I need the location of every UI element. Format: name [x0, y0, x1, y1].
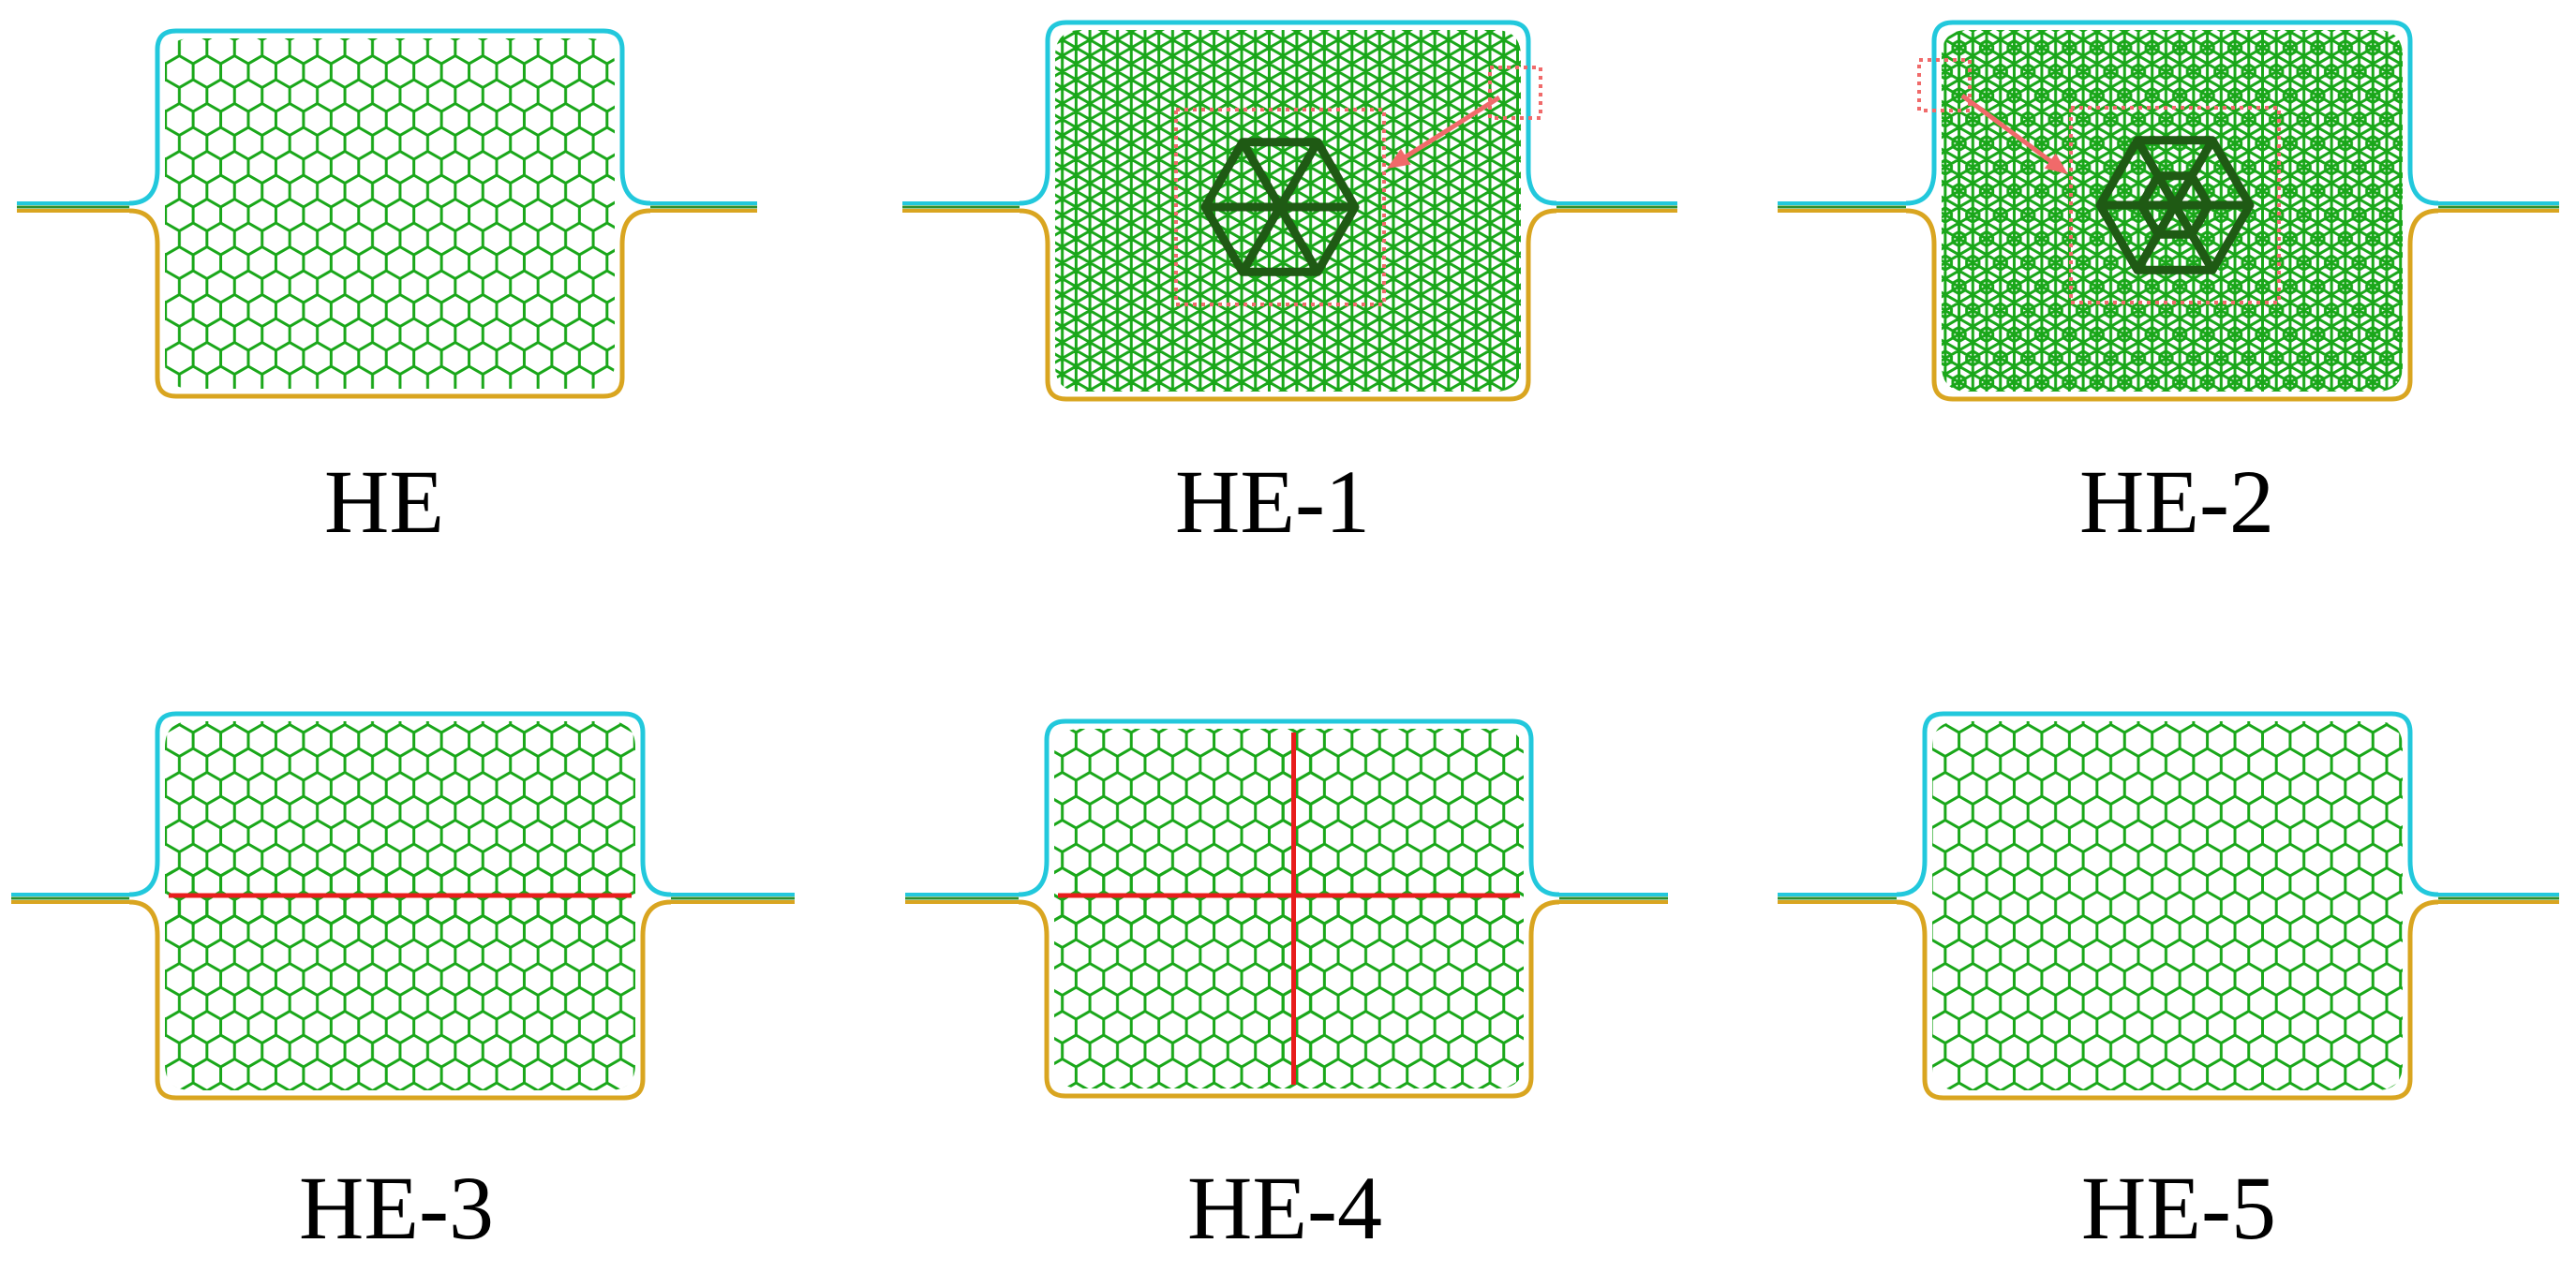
callout-arrow — [1387, 95, 1501, 169]
bottom-skin — [128, 208, 651, 399]
bottom-skin — [1019, 208, 1557, 402]
honeycomb-core — [165, 38, 615, 389]
right-flange — [650, 201, 757, 213]
panel-he-3 — [11, 711, 795, 1101]
left-flange — [1778, 201, 1906, 213]
right-flange — [2438, 893, 2559, 904]
honeycomb-rib — [165, 870, 635, 926]
magnified-box — [2069, 106, 2281, 304]
source-box — [1917, 58, 1972, 112]
magnified-box — [1174, 108, 1386, 306]
panel-label-he-5: HE-5 — [2081, 1158, 2276, 1258]
left-flange — [905, 893, 1019, 904]
magnified-cell — [1200, 138, 1360, 276]
honeycomb-core — [1932, 721, 2403, 1090]
right-flange — [671, 893, 795, 904]
callout-arrow — [1960, 93, 2068, 174]
panel-label-he-4: HE-4 — [1187, 1158, 1382, 1258]
right-flange — [1559, 893, 1668, 904]
right-flange — [2438, 201, 2559, 213]
top-skin — [128, 28, 651, 206]
panel-he-5 — [1778, 711, 2559, 1101]
magnified-cell — [2095, 136, 2255, 274]
top-skin — [1018, 718, 1560, 897]
panel-he-2 — [1778, 20, 2559, 402]
panel-label-he-1: HE-1 — [1175, 451, 1370, 552]
bottom-skin — [1896, 899, 2439, 1101]
zoom-inset — [1917, 58, 2281, 304]
bottom-skin — [1905, 208, 2439, 402]
right-flange — [1556, 201, 1677, 213]
zoom-inset — [1174, 66, 1542, 306]
bottom-skin — [1018, 899, 1560, 1099]
top-skin — [1019, 20, 1557, 206]
source-box — [1488, 66, 1542, 120]
panel-he-4 — [905, 718, 1668, 1099]
left-flange — [11, 893, 129, 904]
panel-he-1 — [902, 20, 1677, 402]
top-skin — [128, 711, 672, 897]
panel-label-he-3: HE-3 — [299, 1158, 494, 1258]
panel-label-he: HE — [324, 451, 444, 552]
left-flange — [17, 201, 129, 213]
top-skin — [1896, 711, 2439, 897]
panel-he — [17, 28, 757, 399]
left-flange — [1778, 893, 1897, 904]
panel-label-he-2: HE-2 — [2079, 451, 2274, 552]
top-skin — [1905, 20, 2439, 206]
bottom-skin — [128, 899, 672, 1101]
left-flange — [902, 201, 1020, 213]
